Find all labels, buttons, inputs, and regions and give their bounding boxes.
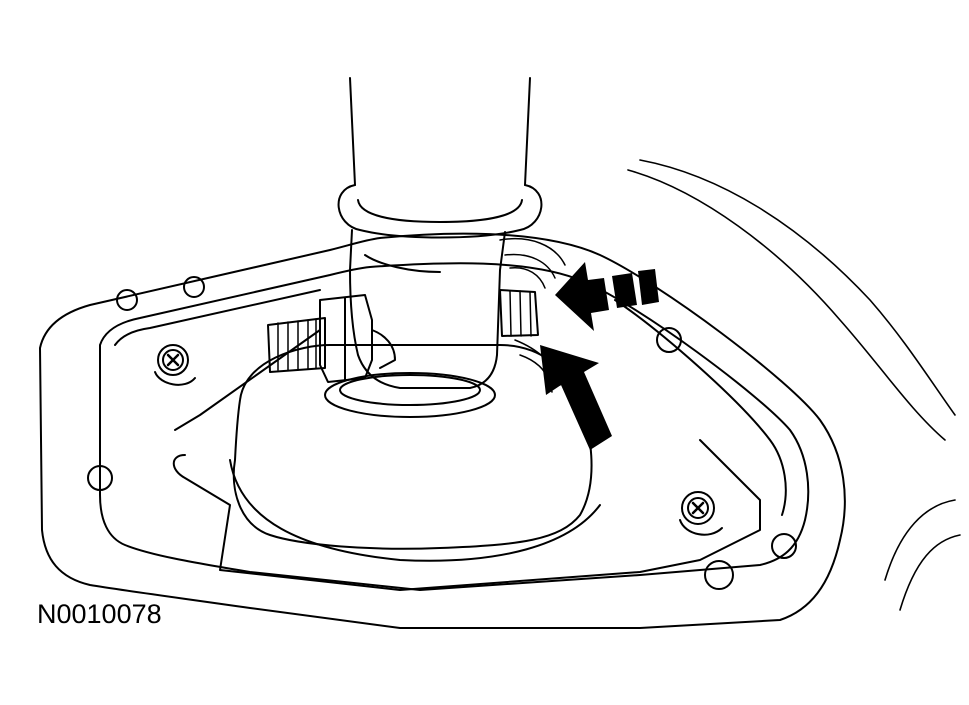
floor-contour-lines xyxy=(627,159,961,611)
boot-plate-recess xyxy=(114,289,787,516)
arrow-up-left-icon xyxy=(540,345,612,450)
shift-boot xyxy=(232,344,593,550)
cross-screw-icon xyxy=(154,344,196,386)
boot-plate-outer xyxy=(39,232,846,629)
mounting-hole xyxy=(116,289,138,311)
arrow-left-dashed-icon xyxy=(555,262,659,331)
shift-boot-lower-edge xyxy=(229,459,601,562)
shift-lever xyxy=(337,77,543,389)
figure-id-label: N0010078 xyxy=(37,599,162,629)
right-threaded-fitting xyxy=(499,289,539,337)
mounting-hole xyxy=(656,327,682,353)
left-threaded-fitting xyxy=(267,294,396,383)
cross-screw-icon xyxy=(679,491,723,536)
mounting-hole xyxy=(771,533,797,559)
boot-plate-recess-2 xyxy=(172,439,761,591)
boot-collar xyxy=(324,372,496,418)
boot-plate-inner-rim xyxy=(99,262,810,591)
mounting-hole xyxy=(87,465,113,491)
boot-collar-inner xyxy=(339,374,481,406)
mounting-holes xyxy=(87,276,797,590)
mounting-hole xyxy=(183,276,205,298)
mounting-hole xyxy=(704,560,734,590)
